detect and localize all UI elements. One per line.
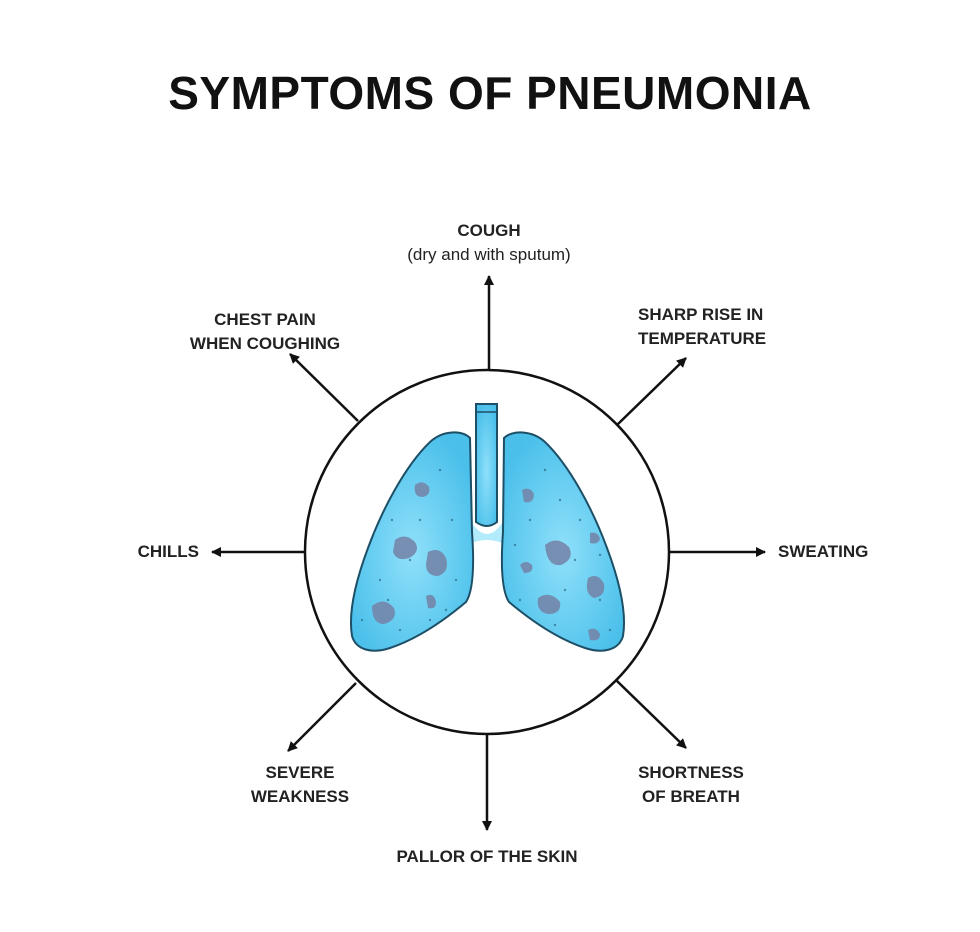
lungs-illustration [349,403,626,652]
symptom-severe-weakness: SEVERE WEAKNESS [250,763,350,806]
symptom-pallor: PALLOR OF THE SKIN [396,847,578,866]
symptom-chills: CHILLS [137,542,199,561]
arrow-chest-pain [289,353,359,422]
symptom-cough-title: COUGH [457,221,521,240]
symptom-sweating: SWEATING [778,542,869,561]
symptom-chest-pain: CHEST PAIN WHEN COUGHING [189,310,341,353]
arrow-breath [616,680,687,749]
symptom-temperature: SHARP RISE IN TEMPERATURE [638,305,767,348]
symptom-shortness-of-breath: SHORTNESS OF BREATH [638,763,744,806]
infection-spots [372,482,605,641]
trachea [475,403,498,527]
arrow-temperature [616,357,687,426]
symptom-cough: COUGH (dry and with sputum) [369,219,609,267]
page-title: SYMPTOMS OF PNEUMONIA [168,67,812,119]
symptom-cough-detail: (dry and with sputum) [407,245,571,264]
arrow-weakness [287,682,357,752]
arrows [211,275,766,831]
